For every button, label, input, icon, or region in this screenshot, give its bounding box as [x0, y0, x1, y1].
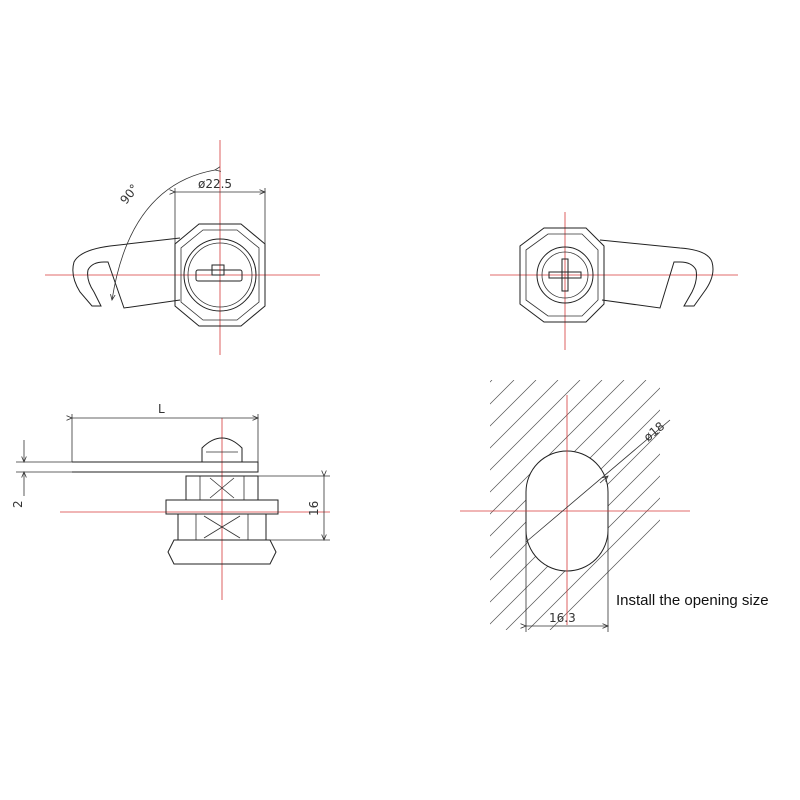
hatch-line — [490, 380, 625, 515]
rear-view-screw — [490, 212, 738, 350]
hatch-line — [490, 380, 537, 427]
dim-rotation-angle: 90° — [117, 181, 141, 206]
phillips-cross-h — [548, 271, 582, 279]
cam-arm-rear — [599, 239, 714, 309]
side-view: L 2 16 — [11, 402, 330, 600]
dim-thickness: 2 — [11, 500, 25, 508]
dim-hole-flat: 16.3 — [549, 611, 576, 625]
hatch-line — [549, 519, 660, 630]
dim-height: 16 — [307, 501, 321, 516]
cam-arm — [72, 237, 181, 309]
screw-boss — [536, 246, 594, 304]
hatch-line — [490, 380, 559, 449]
dim-hole-diameter: ø18 — [641, 419, 667, 444]
hatch-line — [505, 475, 660, 630]
phillips-cross-v — [561, 258, 569, 292]
hex-nut-rear — [519, 227, 605, 323]
mounting-hole-view: ø18 16.3 — [220, 380, 690, 632]
dim-head-diameter: ø22.5 — [198, 177, 232, 191]
rotation-arc — [112, 170, 215, 300]
hatch-line — [490, 380, 603, 493]
screw-head — [201, 437, 243, 462]
install-caption: Install the opening size — [616, 592, 769, 609]
front-view-key: ø22.5 90° — [45, 140, 320, 355]
hatch-line — [527, 497, 660, 630]
hatch-line — [490, 380, 493, 383]
cam-plate — [72, 461, 259, 473]
hatch-line — [490, 380, 647, 537]
hatch-line — [490, 380, 515, 405]
hatch-line — [490, 380, 581, 471]
dim-length: L — [158, 402, 165, 416]
hatch-line — [220, 380, 470, 630]
